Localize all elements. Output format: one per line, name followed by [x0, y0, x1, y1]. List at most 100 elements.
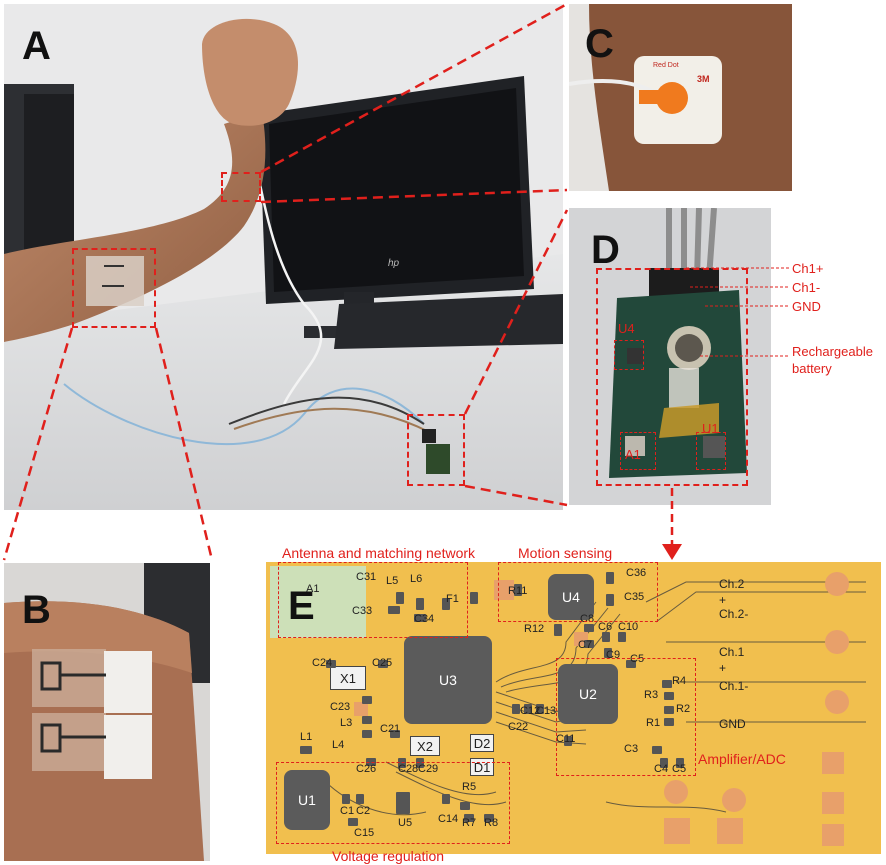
ref-c13: C13	[536, 705, 557, 717]
smd-c29	[416, 758, 424, 768]
panel-label-a: A	[22, 24, 51, 68]
ref-c33: C33	[352, 605, 373, 617]
fist	[202, 18, 299, 126]
ref-r11: R11	[508, 585, 528, 597]
ref-c1: C1	[340, 805, 355, 817]
zoom-box-board	[596, 268, 748, 486]
board-label-u1: U1	[702, 421, 719, 436]
pin-ch2-minus: Ch.2-	[719, 607, 749, 621]
smd-r3	[664, 692, 674, 700]
ref-c11: C11	[556, 733, 576, 745]
ref-c36: C36	[626, 567, 647, 579]
pin-ch2-plus: +	[719, 593, 727, 607]
arm	[4, 112, 266, 342]
ref-u5: U5	[398, 817, 413, 829]
panel-c-photo: 3M Red Dot	[569, 4, 792, 191]
panel-label-b: B	[22, 588, 51, 632]
ref-c22: C22	[508, 721, 529, 733]
panel-label-c: C	[585, 22, 614, 66]
smd-f1	[470, 592, 478, 604]
ref-c12: C12	[520, 705, 541, 717]
ref-c21: C21	[380, 723, 401, 735]
zoom-box-wrist	[221, 172, 261, 202]
smd-c25	[378, 660, 388, 668]
smd-r7	[464, 814, 474, 822]
ref-c15: C15	[354, 827, 375, 839]
ref-c25: C25	[372, 657, 393, 669]
smd-r2	[664, 706, 674, 714]
ref-c2: C2	[356, 805, 371, 817]
ref-c4: C4	[654, 763, 669, 775]
board-label-a1: A1	[625, 447, 641, 462]
smd-c33	[388, 606, 400, 614]
smd-l4	[362, 730, 372, 738]
ref-c35: C35	[624, 591, 645, 603]
smd-c35	[606, 594, 614, 606]
pin-ch2: Ch.2	[719, 577, 745, 591]
smd-c31	[396, 592, 404, 604]
region-voltage-label: Voltage regulation	[332, 848, 445, 864]
pin-gnd: GND	[719, 717, 746, 731]
ref-c3: C3	[624, 743, 639, 755]
ref-c23: C23	[330, 701, 351, 713]
ref-r7: R7	[462, 817, 477, 829]
ref-l1: L1	[300, 731, 313, 743]
zoom-box-device	[407, 414, 465, 486]
ref-c34: C34	[414, 613, 435, 625]
smd-u5	[396, 792, 410, 814]
ref-l5: L5	[386, 575, 399, 587]
ref-r4: R4	[672, 675, 687, 687]
region-amplifier-label: Amplifier/ADC	[698, 751, 786, 767]
box-u4	[614, 340, 644, 370]
ref-a1: A1	[306, 583, 320, 595]
smd-r11	[514, 584, 522, 596]
diode-d2: D2	[470, 734, 494, 752]
panel-b-scene	[4, 563, 210, 861]
smd-c8	[584, 624, 594, 632]
panel-a-scene	[4, 4, 563, 510]
smd-c7	[584, 640, 594, 648]
ref-r8: R8	[484, 817, 499, 829]
smd-c14	[442, 794, 450, 804]
smd-c15	[348, 818, 358, 826]
smd-l5	[416, 598, 424, 610]
ref-c6: C6	[598, 621, 613, 633]
pcb-traces	[325, 572, 866, 846]
ref-c8: C8	[580, 613, 595, 625]
ref-l4: L4	[332, 739, 345, 751]
smd-l3	[362, 716, 372, 724]
smd-c4	[660, 758, 668, 768]
panel-label-d: D	[591, 228, 620, 272]
region-antenna-box	[278, 562, 468, 638]
ref-r2: R2	[676, 703, 691, 715]
smd-c2	[356, 794, 364, 804]
electrode-brand: 3M	[697, 74, 710, 84]
smd-c22	[512, 704, 520, 714]
device-on-desk	[426, 444, 450, 474]
pin-ch1: Ch.1	[719, 645, 745, 659]
smd-c3	[652, 746, 662, 754]
electrode-text: Red Dot	[653, 62, 679, 69]
smd-r5	[460, 802, 470, 810]
smd-c23	[362, 696, 372, 704]
smd-r8	[484, 814, 494, 822]
ref-c31: C31	[356, 571, 377, 583]
region-amplifier-box	[556, 658, 696, 776]
ref-c28: C28	[398, 763, 419, 775]
chip-u2: U2	[558, 664, 618, 724]
ref-c24: C24	[312, 657, 333, 669]
ref-l3: L3	[340, 717, 353, 729]
callout-battery-line2: battery	[792, 361, 832, 376]
chip-u3: U3	[404, 636, 492, 724]
smd-r12	[554, 624, 562, 636]
zoom-box-electrodes	[72, 248, 156, 328]
smd-c5b	[676, 758, 684, 768]
smd-c13	[536, 704, 544, 714]
smd-c10	[618, 632, 626, 642]
ref-c26: C26	[356, 763, 377, 775]
callout-ch1-minus: Ch1-	[792, 280, 821, 295]
monitor-logo: hp	[388, 258, 400, 269]
panel-c-scene	[569, 4, 792, 191]
ref-r12: R12	[524, 623, 545, 635]
